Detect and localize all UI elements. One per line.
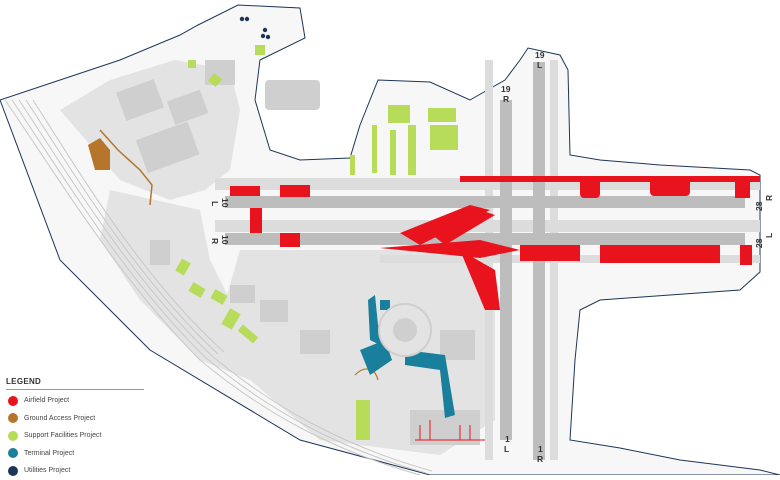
legend-item: Ground Access Project [6,410,156,428]
legend-label: Utilities Project [24,467,71,475]
runway-10r-28l [225,233,745,245]
legend-swatch [8,413,18,424]
runway-label-28r-side: R [764,195,774,201]
legend-item: Airfield Project [6,392,156,410]
legend-label: Airfield Project [24,397,70,405]
support-facilities [175,45,458,440]
legend-item: Terminal Project [6,445,156,463]
runway-1l-19r [500,100,512,440]
legend-item: Utilities Project [6,462,156,480]
airfield-projects [230,176,760,310]
runway-10l-28r [225,196,745,208]
legend-label: Support Facilities Project [24,432,102,440]
legend-swatch [8,395,18,406]
runway-label-19l-num: 19 [535,50,545,60]
runways [225,62,745,460]
terminal-core [393,318,417,342]
runway-label-28l-side: L [764,233,774,238]
airfield-lines [415,420,485,441]
west-strip [100,190,250,380]
runway-label-19r-num: 19 [501,84,511,94]
runway-label-10l-side: L [210,201,220,206]
terminal-apron [220,250,495,455]
legend-swatch [8,430,18,441]
map-legend: LEGEND Airfield Project Ground Access Pr… [6,377,156,480]
runway-label-1l-side: L [504,444,509,454]
legend-item: Support Facilities Project [6,427,156,445]
runway-label-19r-side: R [503,94,509,104]
runway-label-1r-side: R [537,454,543,464]
runway-label-10r-side: R [210,238,220,244]
legend-label: Ground Access Project [24,414,96,422]
runway-label-28r-num: 28 [754,201,764,211]
legend-title: LEGEND [6,377,144,390]
legend-swatch [8,448,18,459]
runway-label-28l-num: 28 [754,238,764,248]
runway-label-19l-side: L [537,60,542,70]
utilities-projects [239,16,271,40]
highways [4,99,433,475]
runway-label-1l-num: 1 [505,434,510,444]
legend-swatch [8,465,18,476]
legend-label: Terminal Project [24,449,75,457]
runway-label-10r-num: 10 [220,235,230,245]
runway-label-10l-num: 10 [220,198,230,208]
runway-label-1r-num: 1 [538,444,543,454]
